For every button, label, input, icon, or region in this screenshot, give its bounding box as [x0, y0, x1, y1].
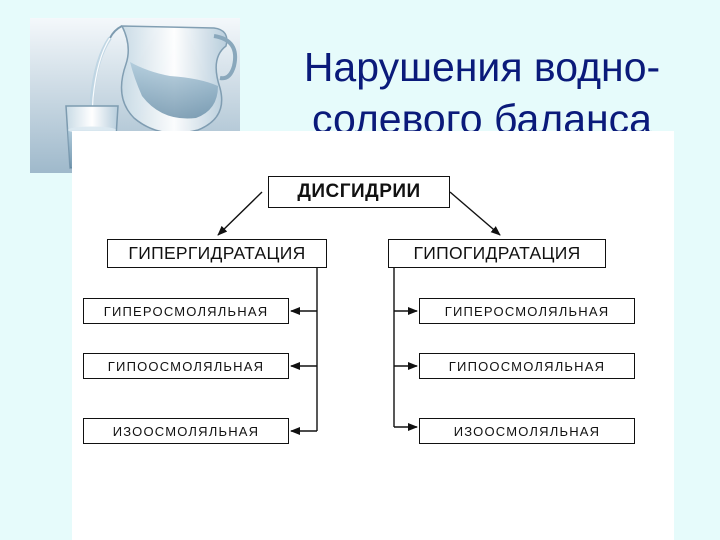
branch-node-label: ГИПЕРГИДРАТАЦИЯ [128, 243, 306, 263]
link-root-to-left-branch [217, 191, 263, 236]
slide-title: Нарушения водно- солевого баланса [262, 41, 702, 145]
branch-node-hypohydration: ГИПОГИДРАТАЦИЯ [388, 239, 606, 268]
branch-node-label: ГИПОГИДРАТАЦИЯ [413, 243, 581, 263]
title-line-1: Нарушения водно- [303, 44, 661, 91]
diagram-panel: ДИСГИДРИИ ГИПЕРГИДРАТАЦИЯ ГИПОГИДРАТАЦИЯ… [72, 131, 674, 540]
left-child-isoosmolar: ИЗООСМОЛЯЛЬНАЯ [83, 418, 289, 444]
child-node-label: ИЗООСМОЛЯЛЬНАЯ [453, 423, 601, 439]
left-child-hypoosmolar: ГИПООСМОЛЯЛЬНАЯ [83, 353, 289, 379]
diagram-connectors [217, 191, 501, 435]
root-node-label: ДИСГИДРИИ [297, 181, 421, 202]
child-node-label: ГИПЕРОСМОЛЯЛЬНАЯ [103, 303, 269, 319]
child-node-label: ИЗООСМОЛЯЛЬНАЯ [112, 423, 260, 439]
right-child-isoosmolar: ИЗООСМОЛЯЛЬНАЯ [419, 418, 635, 444]
child-node-label: ГИПООСМОЛЯЛЬНАЯ [448, 358, 606, 374]
branch-node-hyperhydration: ГИПЕРГИДРАТАЦИЯ [107, 239, 327, 268]
link-root-to-right-branch [449, 191, 501, 236]
child-node-label: ГИПЕРОСМОЛЯЛЬНАЯ [444, 303, 610, 319]
right-child-hyperosmolar: ГИПЕРОСМОЛЯЛЬНАЯ [419, 298, 635, 324]
root-node-dyshydria: ДИСГИДРИИ [268, 176, 450, 208]
right-child-hypoosmolar: ГИПООСМОЛЯЛЬНАЯ [419, 353, 635, 379]
left-child-hyperosmolar: ГИПЕРОСМОЛЯЛЬНАЯ [83, 298, 289, 324]
child-node-label: ГИПООСМОЛЯЛЬНАЯ [107, 358, 265, 374]
